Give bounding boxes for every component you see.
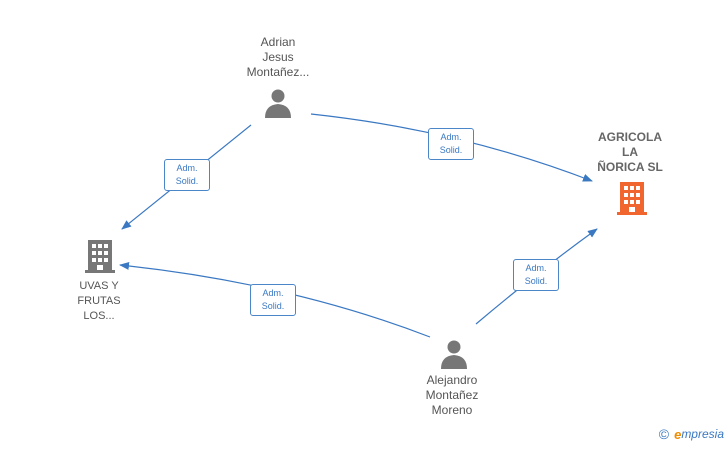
node-label-agricola: AGRICOLA LA ÑORICA SL [597, 130, 663, 174]
edge-label-adrian-uvas[interactable]: Adm. Solid. [164, 159, 210, 191]
brand-logo-initial: e [674, 426, 682, 442]
brand-logo-text: mpresia [681, 427, 724, 441]
person-icon[interactable] [264, 88, 292, 118]
building-icon[interactable] [616, 180, 648, 216]
building-icon[interactable] [84, 238, 116, 274]
node-label-alejandro: Alejandro Montañez Moreno [425, 373, 479, 417]
edge-label-alejandro-uvas[interactable]: Adm. Solid. [250, 284, 296, 316]
copyright-symbol: © [658, 426, 670, 442]
node-label-adrian: Adrian Jesus Montañez... [246, 35, 310, 79]
edge-label-adrian-agricola[interactable]: Adm. Solid. [428, 128, 474, 160]
edge-label-alejandro-agricola[interactable]: Adm. Solid. [513, 259, 559, 291]
node-label-uvas: UVAS Y FRUTAS LOS... [77, 280, 121, 322]
person-icon[interactable] [440, 339, 468, 369]
